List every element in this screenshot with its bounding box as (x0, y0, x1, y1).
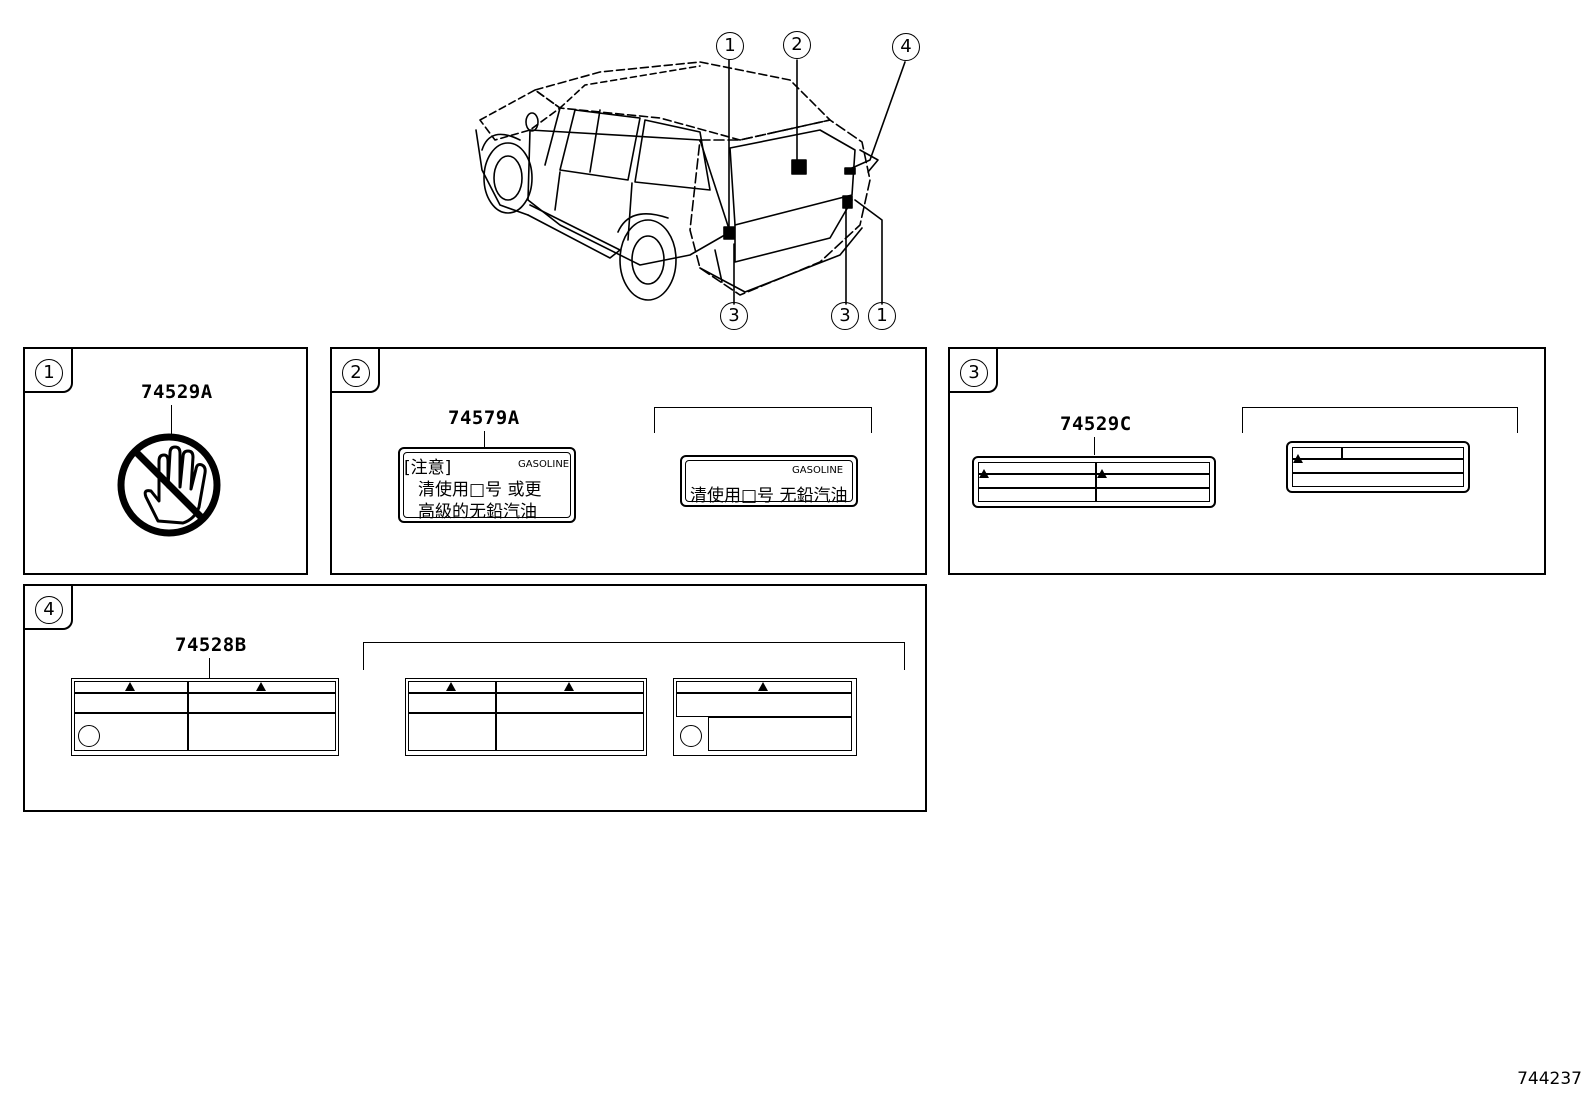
leader-line (484, 431, 485, 447)
callout-4: 4 (892, 33, 920, 61)
label-line-1: 清使用□号 无鉛汽油 (690, 486, 848, 506)
warning-label-2 (405, 678, 647, 756)
leader-line (1094, 437, 1095, 455)
alternate-bracket (363, 642, 905, 670)
no-touch-hand-icon (78, 725, 100, 747)
warning-label-a (972, 456, 1216, 508)
diagram-id: 744237 (1517, 1069, 1582, 1089)
panel-3-tab (950, 349, 998, 393)
part-number-74529A: 74529A (141, 381, 213, 403)
panel-1-tab (25, 349, 73, 393)
alternate-bracket (654, 407, 872, 433)
label-header: [注意] (404, 458, 452, 478)
part-number-74579A: 74579A (448, 407, 520, 429)
panel-2-number: 2 (342, 359, 370, 387)
panel-4-number: 4 (35, 596, 63, 624)
no-touch-hand-icon (680, 725, 702, 747)
panel-1: 1 74529A (23, 347, 308, 575)
part-number-74529C: 74529C (1060, 413, 1132, 435)
panel-3: 3 74529C (948, 347, 1546, 575)
warning-label-b (1286, 441, 1470, 493)
warning-label-1 (71, 678, 339, 756)
panel-3-number: 3 (960, 359, 988, 387)
callout-1-top: 1 (716, 32, 744, 60)
label-line-2: 高級的无鉛汽油 (418, 502, 537, 522)
panel-4-tab (25, 586, 73, 630)
callout-2: 2 (783, 31, 811, 59)
panel-2: 2 74579A [注意] GASOLINE 清使用□号 或更 高級的无鉛汽油 … (330, 347, 927, 575)
label-line-1: 清使用□号 或更 (418, 480, 542, 500)
panel-4: 4 74528B (23, 584, 927, 812)
no-touch-hand-icon (117, 433, 221, 537)
callout-1-bottom: 1 (868, 302, 896, 330)
vehicle-illustration (475, 59, 906, 305)
panel-2-tab (332, 349, 380, 393)
leader-line (209, 658, 210, 678)
warning-label-3 (673, 678, 857, 756)
gasoline-text: GASOLINE (792, 465, 844, 476)
leader-line (171, 405, 172, 437)
alternate-bracket (1242, 407, 1518, 433)
fuel-label-a: [注意] GASOLINE 清使用□号 或更 高級的无鉛汽油 (398, 447, 576, 523)
fuel-label-b: GASOLINE 清使用□号 无鉛汽油 (680, 455, 858, 507)
gasoline-text: GASOLINE (518, 459, 570, 470)
panel-1-number: 1 (35, 359, 63, 387)
part-number-74528B: 74528B (175, 634, 247, 656)
callout-3-left: 3 (720, 302, 748, 330)
callout-3-right: 3 (831, 302, 859, 330)
